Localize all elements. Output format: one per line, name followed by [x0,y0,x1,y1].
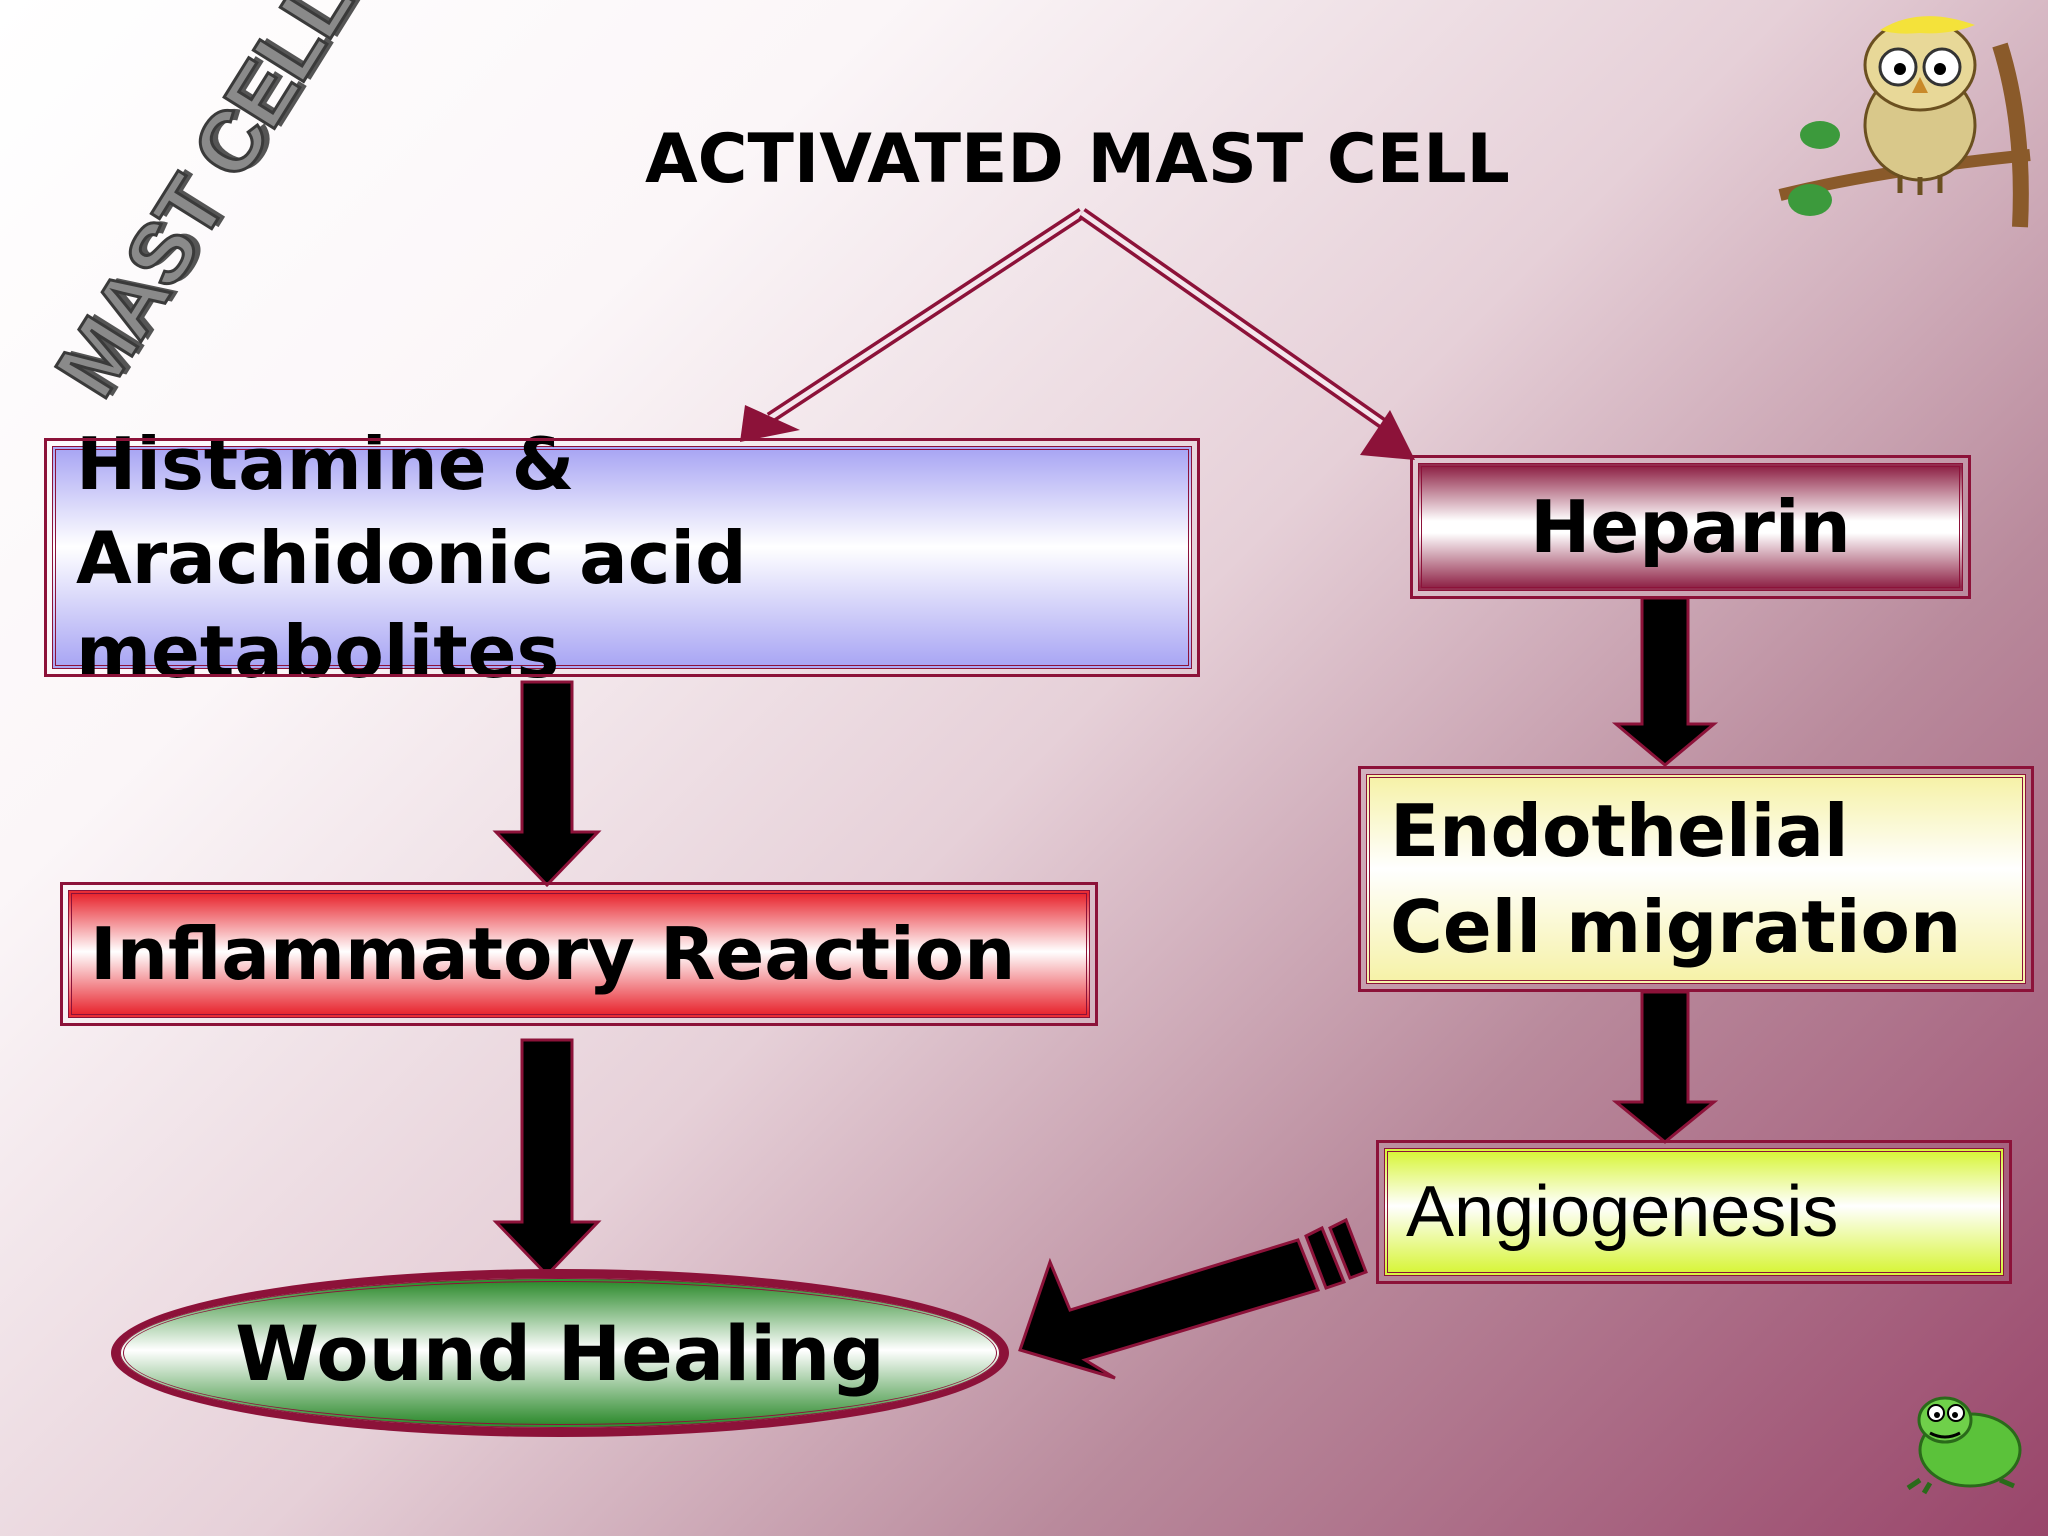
arrow-angiogenesis-to-wound [1018,1217,1368,1380]
down-arrows [492,596,1719,1278]
histamine-node: Histamine & Arachidonic acid metabolites [44,422,1200,694]
arrow-heparin-to-endothelial [1611,596,1719,767]
wound-node: Wound Healing [120,1278,1000,1428]
wound-label: Wound Healing [235,1308,885,1398]
branch-arrows [766,207,1396,435]
angiogenesis-node: Angiogenesis [1376,1140,2012,1284]
arrow-histamine-to-inflammatory [492,680,602,888]
heparin-node: Heparin [1410,455,1971,599]
angiogenesis-label: Angiogenesis [1406,1172,1839,1252]
arrow-inflammatory-to-wound [492,1038,602,1278]
inflammatory-node: Inflammatory Reaction [60,882,1098,1026]
inflammatory-label: Inflammatory Reaction [90,912,1016,996]
heparin-label: Heparin [1530,485,1851,569]
arrow-endothelial-to-angiogenesis [1611,990,1719,1144]
arrowhead-left [740,405,800,442]
owl-icon [1778,16,2031,228]
endothelial-label: Endothelial Cell migration [1390,789,1962,969]
arrowhead-right [1360,410,1415,460]
endothelial-node: Endothelial Cell migration [1358,766,2034,992]
histamine-label: Histamine & Arachidonic acid metabolites [76,421,747,694]
frog-icon [1906,1396,2022,1495]
page-title: ACTIVATED MAST CELL [645,120,1510,199]
